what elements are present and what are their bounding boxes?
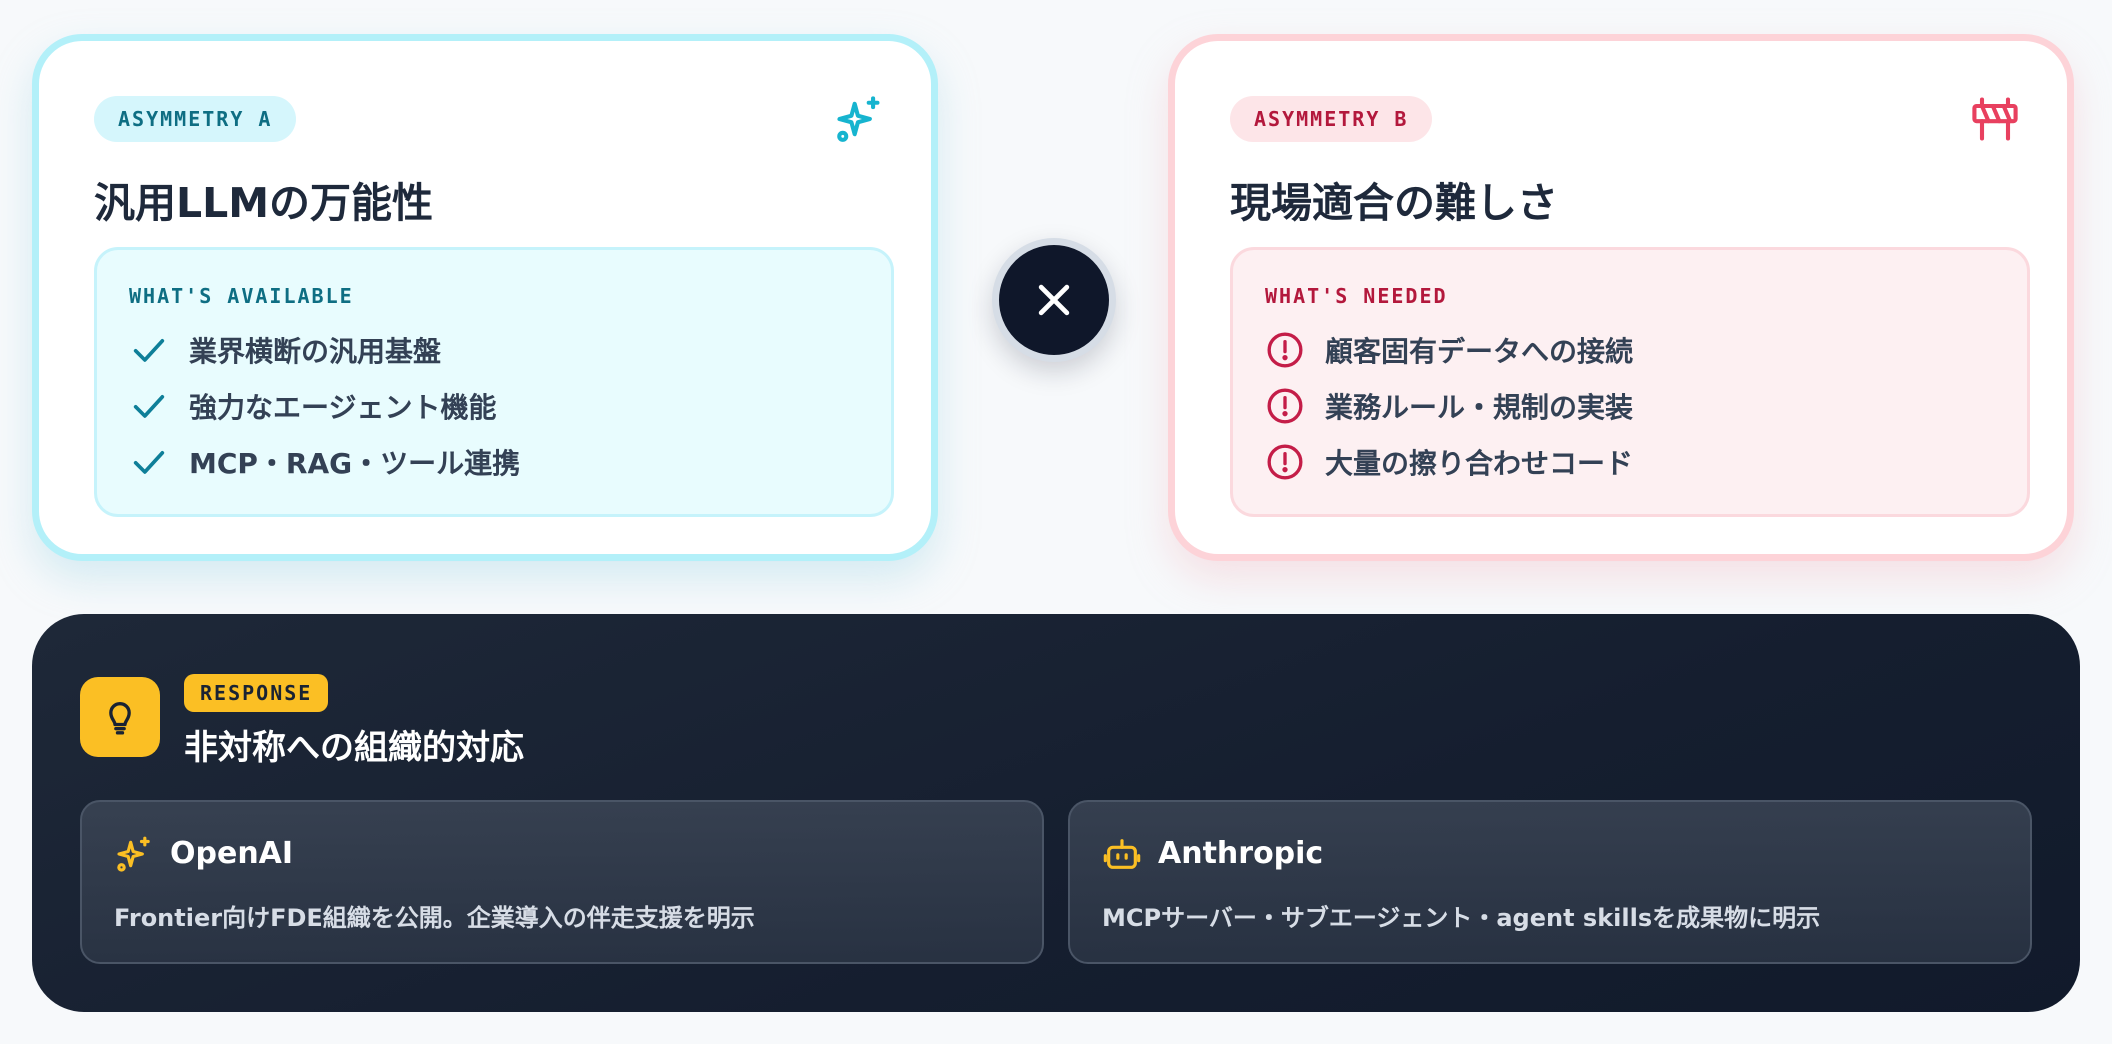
response-title: 非対称への組織的対応 (184, 728, 524, 768)
check-icon (133, 395, 165, 418)
anthropic-name: Anthropic (1158, 836, 1324, 871)
robot-icon (1103, 839, 1141, 869)
list-item-label: 大量の擦り合わせコード (1325, 447, 1634, 480)
list-item: 強力なエージェント機能 (129, 386, 496, 426)
list-item-label: 業界横断の汎用基盤 (189, 335, 442, 368)
alert-circle-icon (1267, 388, 1303, 424)
needed-panel: WHAT'S NEEDED 顧客固有データへの接続 業務ルール・規制の実装 大量… (1230, 247, 2030, 517)
barrier-icon (1972, 97, 2018, 141)
asymmetry-a-card: ASYMMETRY A 汎用LLMの万能性 WHAT'S AVAILABLE 業… (32, 34, 938, 561)
openai-card: OpenAI Frontier向けFDE組織を公開。企業導入の伴走支援を明示 (80, 800, 1044, 964)
check-icon (133, 451, 165, 474)
asymmetry-b-title: 現場適合の難しさ (1230, 179, 1558, 227)
anthropic-card: Anthropic MCPサーバー・サブエージェント・agent skillsを… (1068, 800, 2032, 964)
asymmetry-a-title: 汎用LLMの万能性 (94, 179, 434, 227)
openai-description: Frontier向けFDE組織を公開。企業導入の伴走支援を明示 (114, 904, 755, 932)
alert-circle-icon (1267, 332, 1303, 368)
lightbulb-badge (80, 677, 160, 757)
response-panel: RESPONSE 非対称への組織的対応 OpenAI Frontier向けFDE… (32, 614, 2080, 1012)
asymmetry-a-tag: ASYMMETRY A (94, 96, 297, 142)
alert-circle-icon (1267, 444, 1303, 480)
list-item: 業務ルール・規制の実装 (1265, 386, 1633, 426)
needed-label: WHAT'S NEEDED (1265, 284, 1448, 308)
list-item: MCP・RAG・ツール連携 (129, 442, 520, 482)
list-item-label: 顧客固有データへの接続 (1325, 335, 1634, 368)
times-icon (1038, 284, 1070, 316)
response-tag: RESPONSE (184, 674, 329, 712)
asymmetry-b-card: ASYMMETRY B 現場適合の難しさ WHAT'S NEEDED 顧客固有デ… (1168, 34, 2074, 561)
sparkles-icon (837, 96, 880, 142)
check-icon (133, 339, 165, 362)
anthropic-description: MCPサーバー・サブエージェント・agent skillsを成果物に明示 (1102, 904, 1821, 932)
sparkles-icon (117, 836, 150, 872)
available-label: WHAT'S AVAILABLE (129, 284, 354, 308)
list-item: 顧客固有データへの接続 (1265, 330, 1633, 370)
lightbulb-icon (109, 702, 131, 735)
list-item-label: 強力なエージェント機能 (189, 391, 497, 424)
list-item: 大量の擦り合わせコード (1265, 442, 1633, 482)
list-item: 業界横断の汎用基盤 (129, 330, 441, 370)
available-panel: WHAT'S AVAILABLE 業界横断の汎用基盤 強力なエージェント機能 M… (94, 247, 894, 517)
list-item-label: MCP・RAG・ツール連携 (189, 447, 521, 480)
asymmetry-b-tag: ASYMMETRY B (1230, 96, 1433, 142)
list-item-label: 業務ルール・規制の実装 (1325, 391, 1634, 424)
times-badge (992, 238, 1116, 362)
openai-name: OpenAI (170, 836, 294, 871)
